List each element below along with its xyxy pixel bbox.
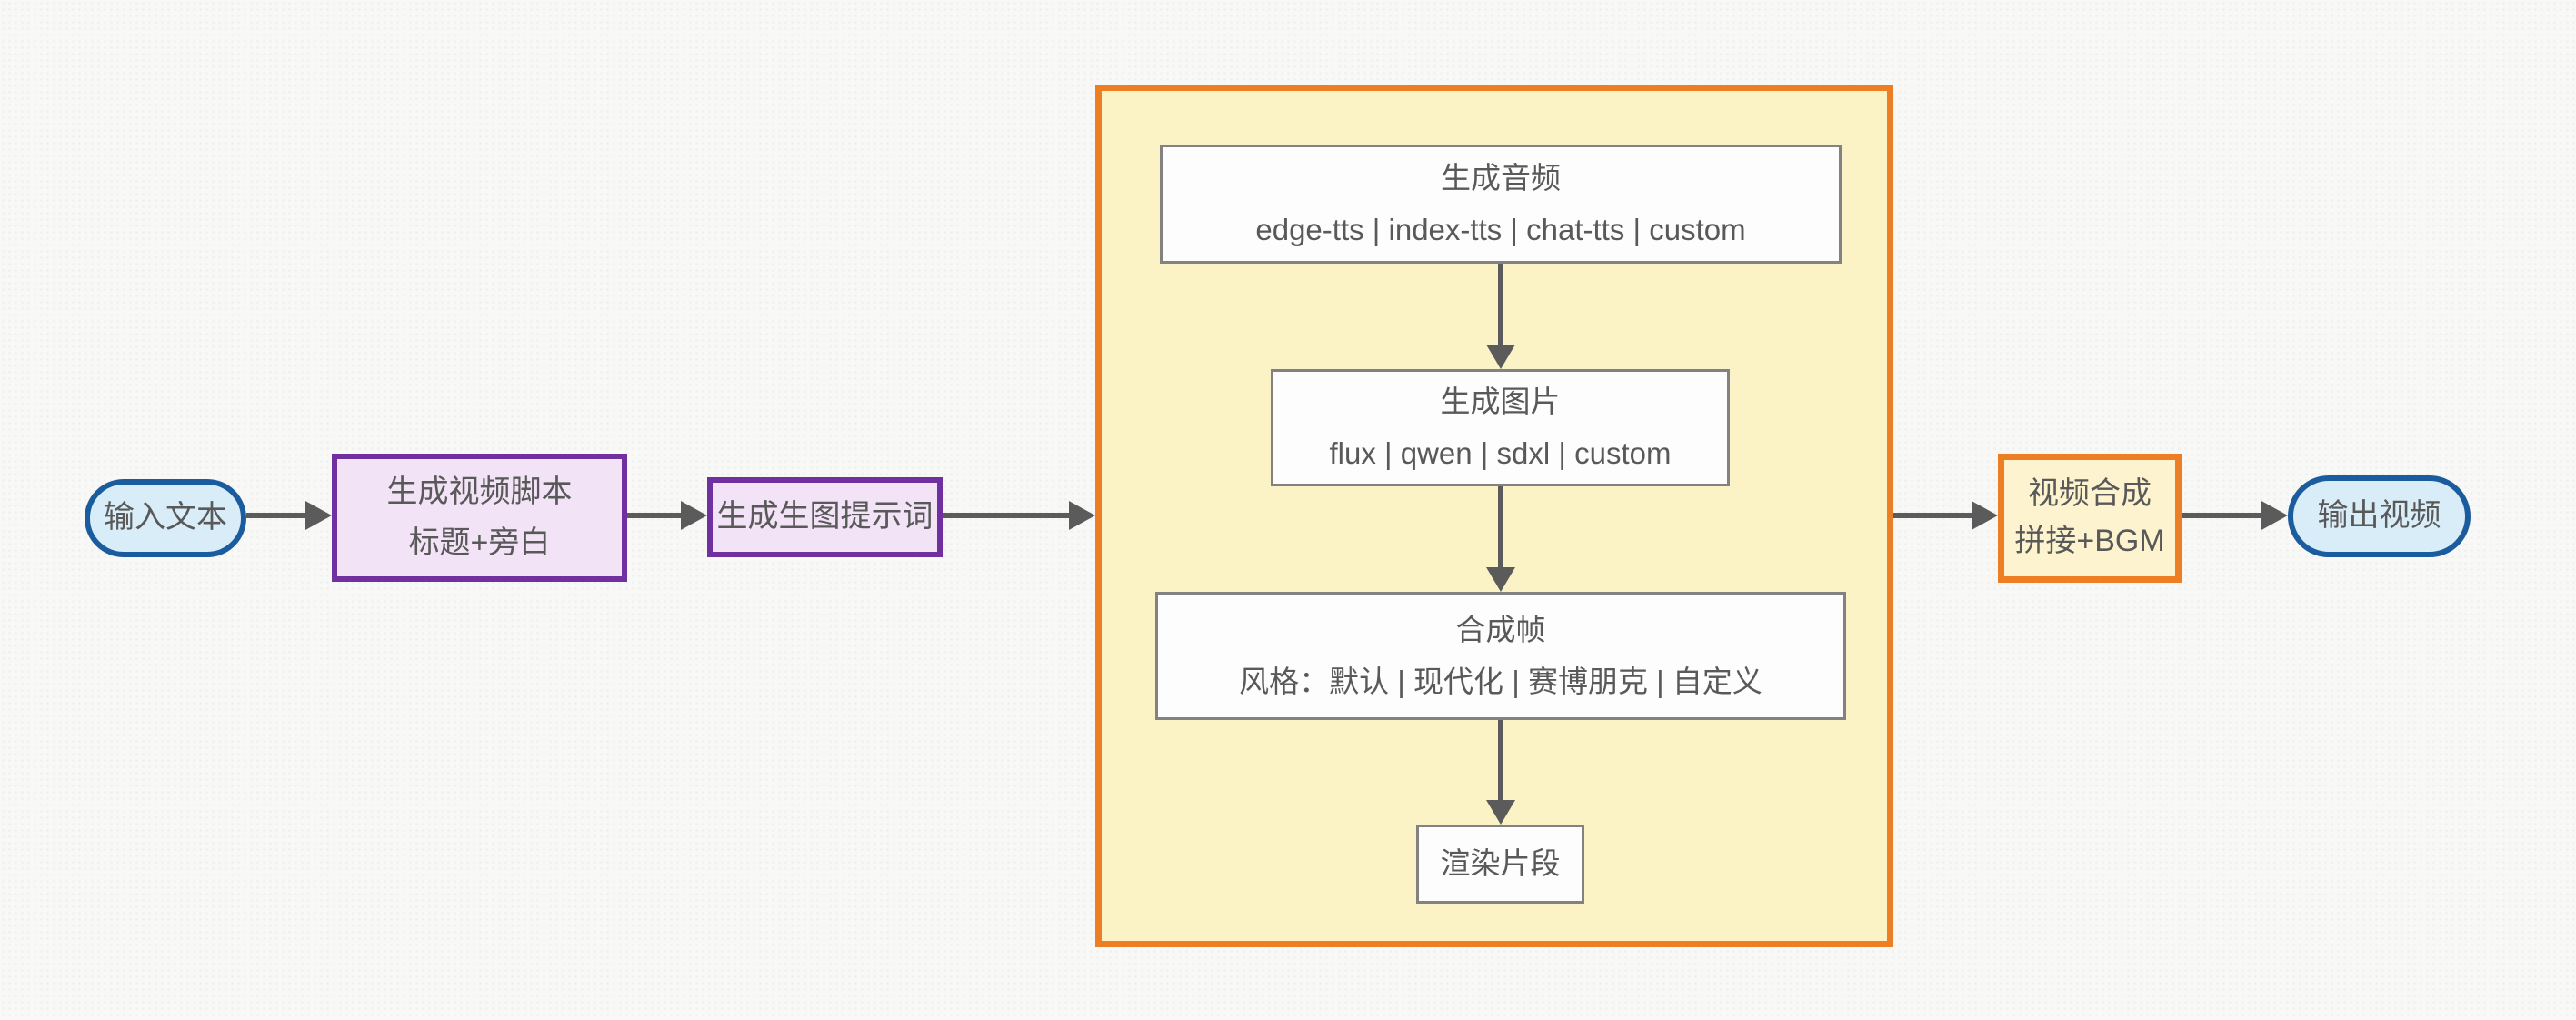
flow-arrow-audio-to-image [1486, 264, 1515, 369]
image-title: 生成图片 [1440, 385, 1561, 419]
arrow-line [1498, 264, 1503, 345]
arrow-head-down-icon [1486, 567, 1515, 592]
arrow-line [2182, 513, 2261, 518]
arrow-line [1893, 513, 1972, 518]
process-node-script: 生成视频脚本 标题+旁白 [332, 454, 627, 582]
arrow-head-right-icon [2261, 501, 2288, 530]
arrow-head-right-icon [305, 501, 332, 530]
render-title: 渲染片段 [1440, 846, 1561, 881]
flow-arrow-frame-to-render [1486, 720, 1515, 825]
end-node-output-video: 输出视频 [2288, 475, 2471, 557]
frame-options: 风格：默认 | 现代化 | 赛博朋克 | 自定义 [1239, 664, 1762, 698]
flow-arrow-input-to-script [246, 501, 332, 530]
script-subtitle: 标题+旁白 [408, 525, 551, 560]
start-node-input-text: 输入文本 [85, 479, 246, 557]
step-node-compose-frame: 合成帧 风格：默认 | 现代化 | 赛博朋克 | 自定义 [1155, 592, 1846, 720]
arrow-line [246, 513, 305, 518]
audio-options: edge-tts | index-tts | chat-tts | custom [1255, 212, 1746, 246]
pipeline-group-container: 生成音频 edge-tts | index-tts | chat-tts | c… [1095, 85, 1893, 947]
step-node-generate-image: 生成图片 flux | qwen | sdxl | custom [1271, 369, 1730, 486]
step-node-render-clip: 渲染片段 [1416, 825, 1584, 904]
process-node-image-prompt: 生成生图提示词 [707, 477, 943, 557]
arrow-head-down-icon [1486, 345, 1515, 369]
compose-node-video: 视频合成 拼接+BGM [1998, 454, 2182, 583]
flow-arrow-prompt-to-pipeline [943, 501, 1095, 530]
arrow-line [627, 513, 681, 518]
input-text-label: 输入文本 [104, 500, 227, 535]
step-node-generate-audio: 生成音频 edge-tts | index-tts | chat-tts | c… [1160, 145, 1842, 264]
flow-arrow-pipeline-to-compose [1893, 501, 1998, 530]
prompt-label: 生成生图提示词 [716, 499, 934, 535]
audio-title: 生成音频 [1441, 161, 1561, 195]
flow-arrow-image-to-frame [1486, 486, 1515, 592]
frame-title: 合成帧 [1455, 613, 1546, 647]
flow-arrow-script-to-prompt [627, 501, 707, 530]
arrow-head-right-icon [1972, 501, 1998, 530]
arrow-head-right-icon [681, 501, 707, 530]
compose-title: 视频合成 [2028, 476, 2152, 512]
image-options: flux | qwen | sdxl | custom [1329, 435, 1672, 470]
compose-subtitle: 拼接+BGM [2014, 524, 2165, 558]
output-video-label: 输出视频 [2317, 498, 2441, 534]
arrow-line [943, 513, 1069, 518]
script-title: 生成视频脚本 [386, 474, 573, 509]
arrow-head-down-icon [1486, 800, 1515, 825]
arrow-line [1498, 486, 1503, 567]
arrow-line [1498, 720, 1503, 800]
flow-arrow-compose-to-output [2182, 501, 2288, 530]
arrow-head-right-icon [1069, 501, 1095, 530]
